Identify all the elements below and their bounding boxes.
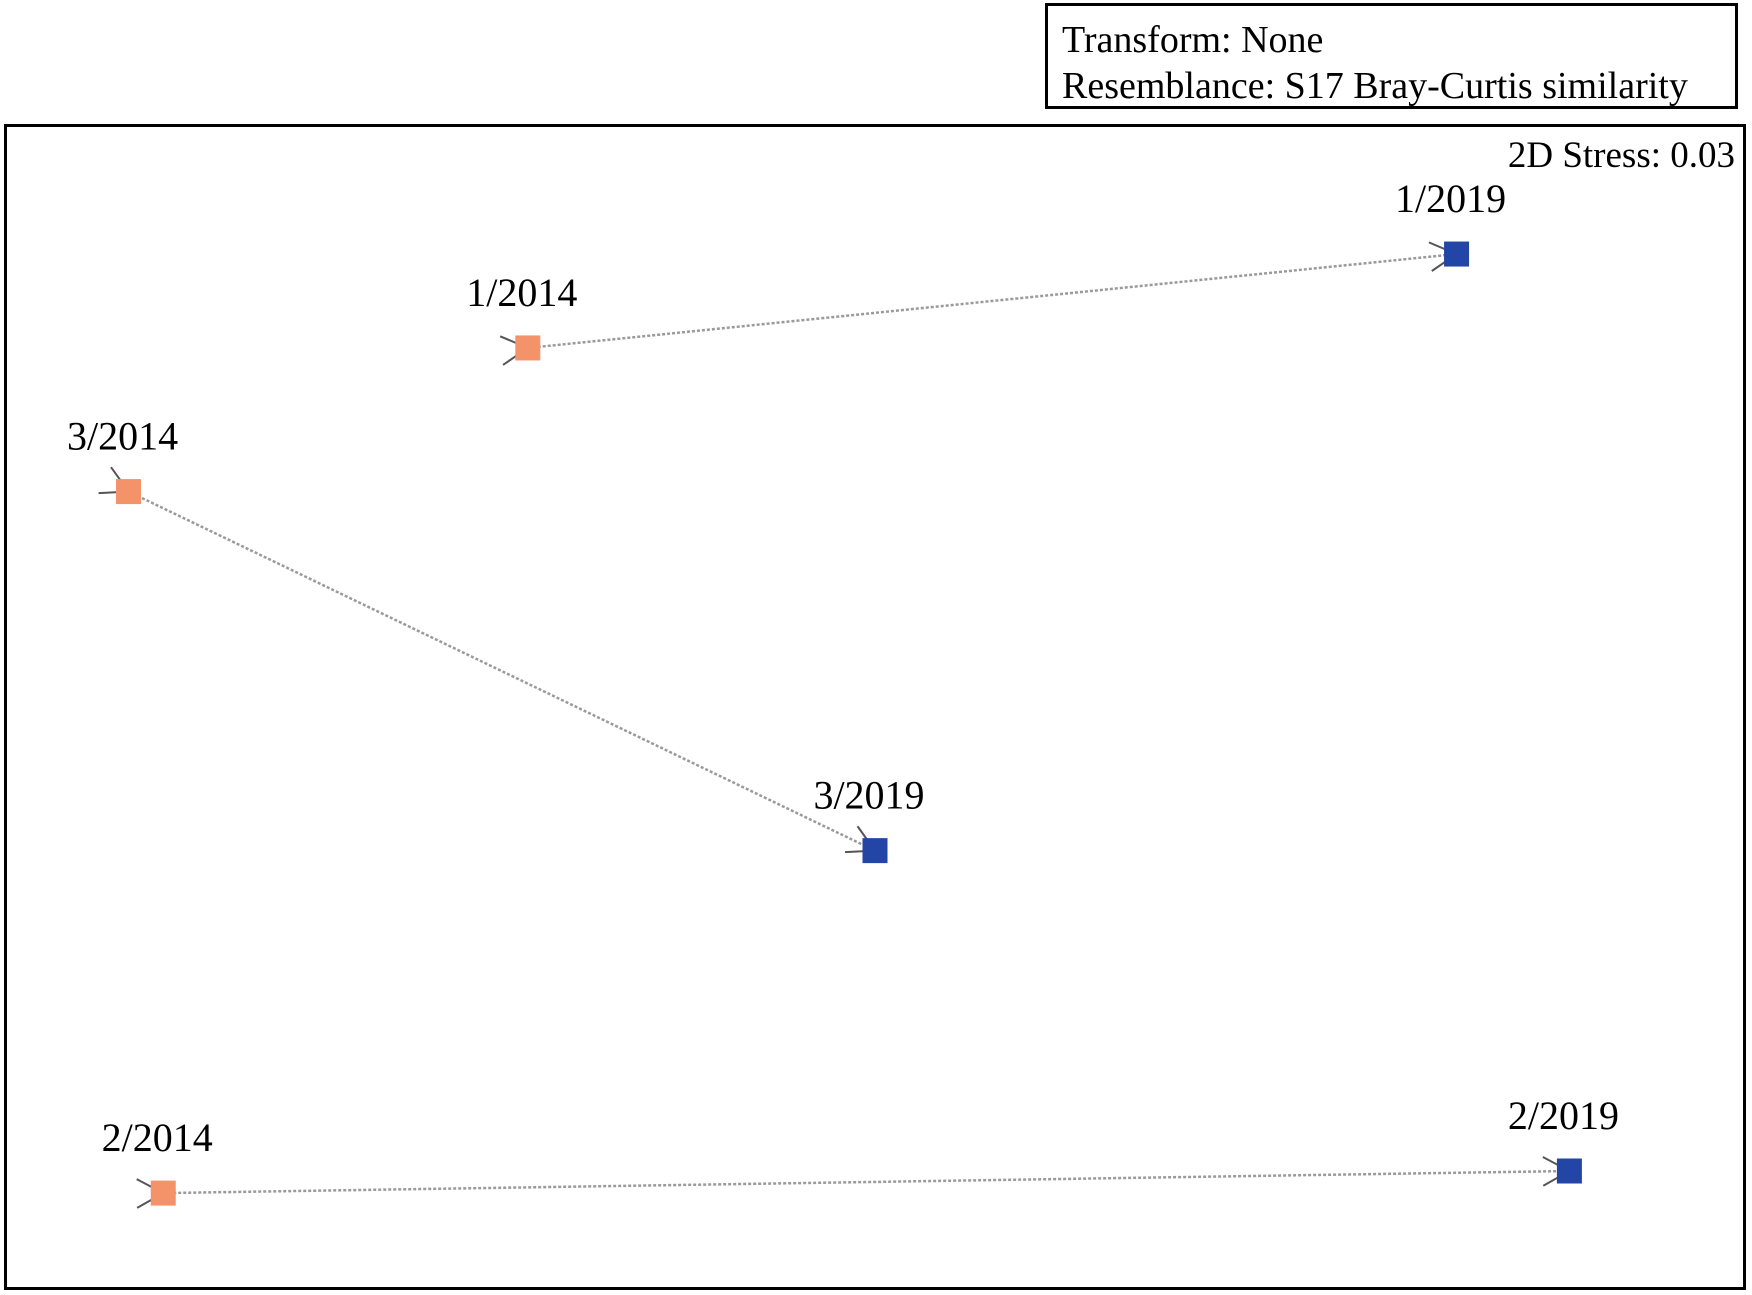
- point-label-3-2019: 3/2019: [813, 773, 924, 818]
- point-marker-1-2019: [1444, 241, 1470, 267]
- transform-label: Transform: None: [1062, 19, 1324, 61]
- point-marker-3-2014: [116, 479, 142, 505]
- point-marker-2-2014: [150, 1180, 176, 1206]
- point-label-2-2019: 2/2019: [1508, 1093, 1619, 1138]
- stress-label: 2D Stress: 0.03: [1508, 135, 1735, 176]
- plot-frame: 1/2014 2/2014 3/2014 1/2019 2/2019 3/2019 2D …: [4, 124, 1746, 1290]
- resemblance-label: Resemblance: S17 Bray-Curtis similarity: [1062, 65, 1688, 107]
- info-box: Transform: None Resemblance: S17 Bray-Cu…: [1045, 3, 1738, 109]
- trajectory-line: [527, 252, 1457, 350]
- mds-plot: 1/2014 2/2014 3/2014 1/2019 2/2019 3/2019 2D …: [67, 135, 1735, 1209]
- trajectory-line: [127, 490, 876, 852]
- point-label-2-2014: 2/2014: [102, 1115, 213, 1160]
- point-marker-3-2019: [862, 838, 888, 864]
- point-marker-2-2019: [1556, 1158, 1582, 1184]
- point-label-3-2014: 3/2014: [67, 414, 178, 459]
- point-label-1-2014: 1/2014: [466, 270, 577, 315]
- point-label-1-2019: 1/2019: [1395, 176, 1506, 221]
- point-marker-1-2014: [515, 335, 541, 361]
- trajectory-line: [163, 1169, 1570, 1195]
